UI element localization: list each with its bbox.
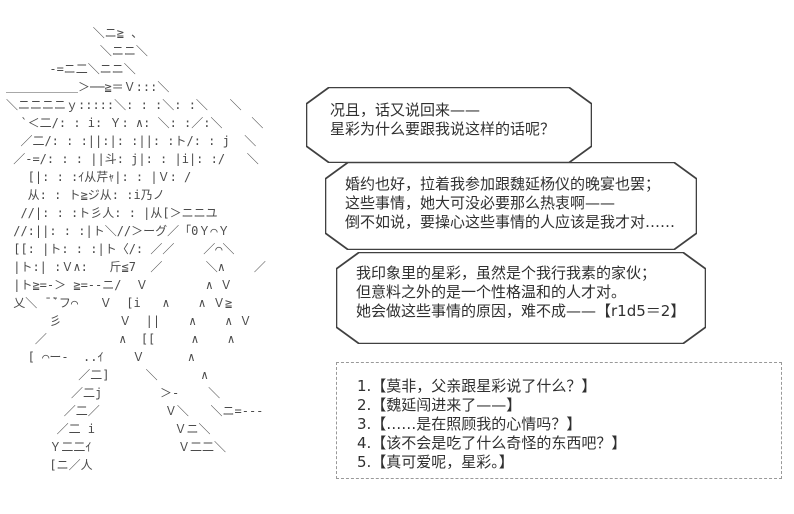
choice-menu: 1.【莫非，父亲跟星彩说了什么？】 2.【魏延闯进来了——】 3.【……是在照顾… [336,362,782,479]
choice-option-1[interactable]: 1.【莫非，父亲跟星彩说了什么？】 [357,377,597,395]
dialogue-line: 我印象里的星彩，虽然是个我行我素的家伙； [356,264,657,282]
dialogue-line: 倒不如说，要操心这些事情的人应该是我才对…… [345,213,676,231]
choice-option-2[interactable]: 2.【魏延闯进来了——】 [357,396,522,414]
dialogue-line: 况且，话又说回来—— [330,101,481,119]
speech-bubble-2: 婚约也好，拉着我参加跟魏延杨仪的晚宴也罢； 这些事情，她大可没必要那么热衷啊——… [325,162,697,250]
speech-bubble-3: 我印象里的星彩，虽然是个我行我素的家伙； 但意料之外的是一个性格温和的人才对。 … [336,252,706,344]
choice-option-3[interactable]: 3.【……是在照顾我的心情吗？】 [357,415,582,433]
choice-option-4[interactable]: 4.【该不会是吃了什么奇怪的东西吧？】 [357,434,627,452]
dialogue-line: 星彩为什么要跟我说这样的话呢？ [330,120,556,138]
dialogue-line: 这些事情，她大可没必要那么热衷啊—— [345,194,616,212]
bubble-fill [307,88,590,161]
dialogue-line: 婚约也好，拉着我参加跟魏延杨仪的晚宴也罢； [345,175,661,193]
ascii-art-character: ＼ニ≧ 、 ＼ニニ＼ -=ニ二＼ニニ＼ ＿＿＿＿＿＿＞──≧＝Ｖ:::＼ ＼ニニ… [6,26,266,472]
dialogue-line: 她会做这些事情的原因，难不成——【r1d5＝2】 [356,302,686,320]
bubble-fill [337,253,704,342]
speech-bubble-1: 况且，话又说回来—— 星彩为什么要跟我说这样的话呢？ [306,87,592,163]
bubble-fill [326,163,695,248]
dialogue-line: 但意料之外的是一个性格温和的人才对。 [356,283,627,301]
choice-option-5[interactable]: 5.【真可爱呢，星彩。】 [357,453,514,471]
